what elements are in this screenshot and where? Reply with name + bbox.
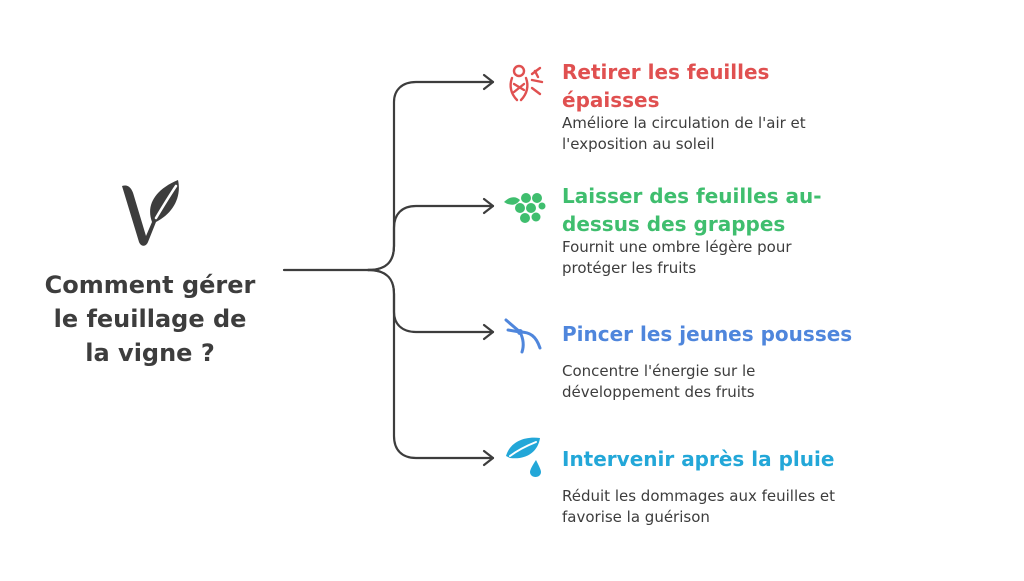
leaf-raindrop-icon [506,437,541,477]
connector-branch-3 [366,268,495,334]
branch-4-description: Réduit les dommages aux feuilles et favo… [562,487,836,526]
pruning-figure-icon [509,64,544,102]
branch-2-title: Laisser des feuilles au- dessus des grap… [562,184,822,236]
vine-leaf-icon [122,180,179,246]
branch-3-description: Concentre l'énergie sur le développement… [562,362,756,401]
grape-bunch-icon [504,193,546,223]
connector-trunk [282,80,495,272]
pruning-shears-icon [504,318,542,354]
connector-branch-1-arrow [482,73,495,91]
branch-1-title: Retirer les feuilles épaisses [562,60,770,112]
connector-branch-4 [366,268,495,460]
root-title: Comment gérer le feuillage de la vigne ? [44,271,256,367]
connector-branch-2-arrow [482,197,495,215]
connector-branch-2 [366,204,495,272]
branch-1-description: Améliore la circulation de l'air et l'ex… [562,114,806,153]
connector-branch-4-arrow [482,449,495,467]
branch-2-description: Fournit une ombre légère pour protéger l… [562,238,792,277]
connector-branch-3-arrow [482,323,495,341]
branch-4-title: Intervenir après la pluie [562,447,835,471]
branch-3-title: Pincer les jeunes pousses [562,322,853,346]
